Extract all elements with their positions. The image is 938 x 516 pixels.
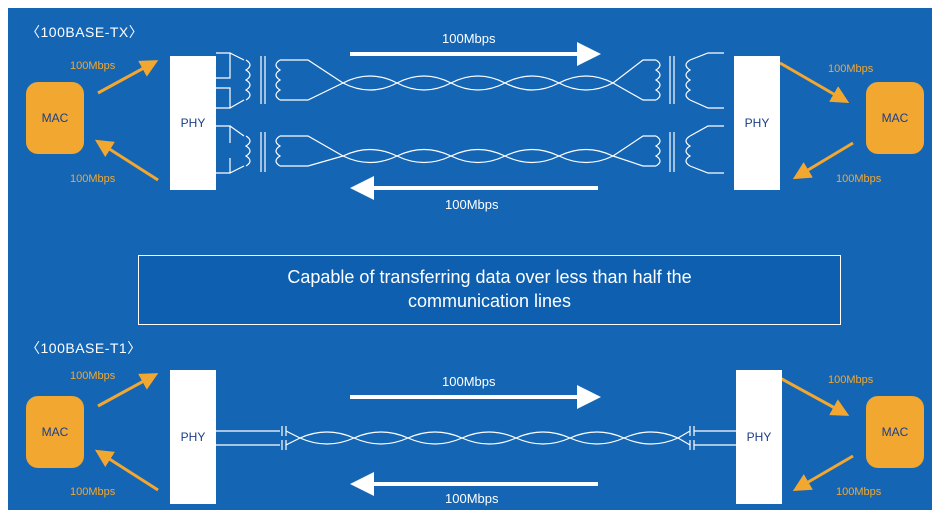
t1-phy-left: PHY bbox=[170, 370, 216, 504]
tx-forward-rate: 100Mbps bbox=[442, 31, 496, 46]
t1-mac-left-in-arrow bbox=[94, 449, 159, 492]
tx-mac-left-in-rate: 100Mbps bbox=[70, 173, 116, 185]
diagram-canvas: 〈100BASE-TX〉 MAC PHY PHY MAC 100Mbps 100… bbox=[8, 8, 932, 510]
t1-mac-right-in-rate: 100Mbps bbox=[828, 374, 874, 386]
tx-mac-right-out-rate: 100Mbps bbox=[836, 173, 882, 185]
tx-section-title: 〈100BASE-TX〉 bbox=[26, 24, 144, 40]
tx-mac-left: MAC bbox=[26, 82, 84, 154]
tx-pair-1 bbox=[216, 52, 724, 109]
t1-mac-left-out-arrow bbox=[97, 373, 159, 408]
tx-mac-right-in-arrow bbox=[779, 61, 850, 104]
tx-mac-left-in-arrow bbox=[94, 139, 159, 182]
callout-line-1: Capable of transferring data over less t… bbox=[287, 267, 692, 287]
t1-mac-right-out-rate: 100Mbps bbox=[836, 486, 882, 498]
t1-mac-left: MAC bbox=[26, 396, 84, 468]
tx-mac-right-out-arrow bbox=[792, 141, 854, 180]
comparison-callout: Capable of transferring data over less t… bbox=[138, 255, 841, 325]
callout-line-2: communication lines bbox=[407, 291, 572, 311]
tx-pair-2 bbox=[216, 125, 724, 174]
t1-mac-right: MAC bbox=[866, 396, 924, 468]
t1-forward-rate: 100Mbps bbox=[442, 374, 496, 389]
diagram-lines bbox=[94, 42, 854, 496]
tx-mac-right-in-rate: 100Mbps bbox=[828, 63, 874, 75]
t1-mac-left-out-rate: 100Mbps bbox=[70, 370, 116, 382]
tx-reverse-rate: 100Mbps bbox=[445, 197, 499, 212]
tx-mac-left-out-arrow bbox=[97, 60, 159, 95]
t1-reverse-rate: 100Mbps bbox=[445, 491, 499, 506]
t1-mac-right-out-arrow bbox=[792, 454, 854, 492]
t1-single-pair bbox=[216, 426, 738, 450]
t1-mac-left-in-rate: 100Mbps bbox=[70, 486, 116, 498]
t1-section-title: 〈100BASE-T1〉 bbox=[26, 340, 142, 356]
tx-phy-left: PHY bbox=[170, 56, 216, 190]
tx-mac-left-out-rate: 100Mbps bbox=[70, 60, 116, 72]
t1-mac-right-in-arrow bbox=[779, 376, 850, 416]
tx-mac-right: MAC bbox=[866, 82, 924, 154]
t1-phy-right: PHY bbox=[736, 370, 782, 504]
tx-phy-right: PHY bbox=[734, 56, 780, 190]
